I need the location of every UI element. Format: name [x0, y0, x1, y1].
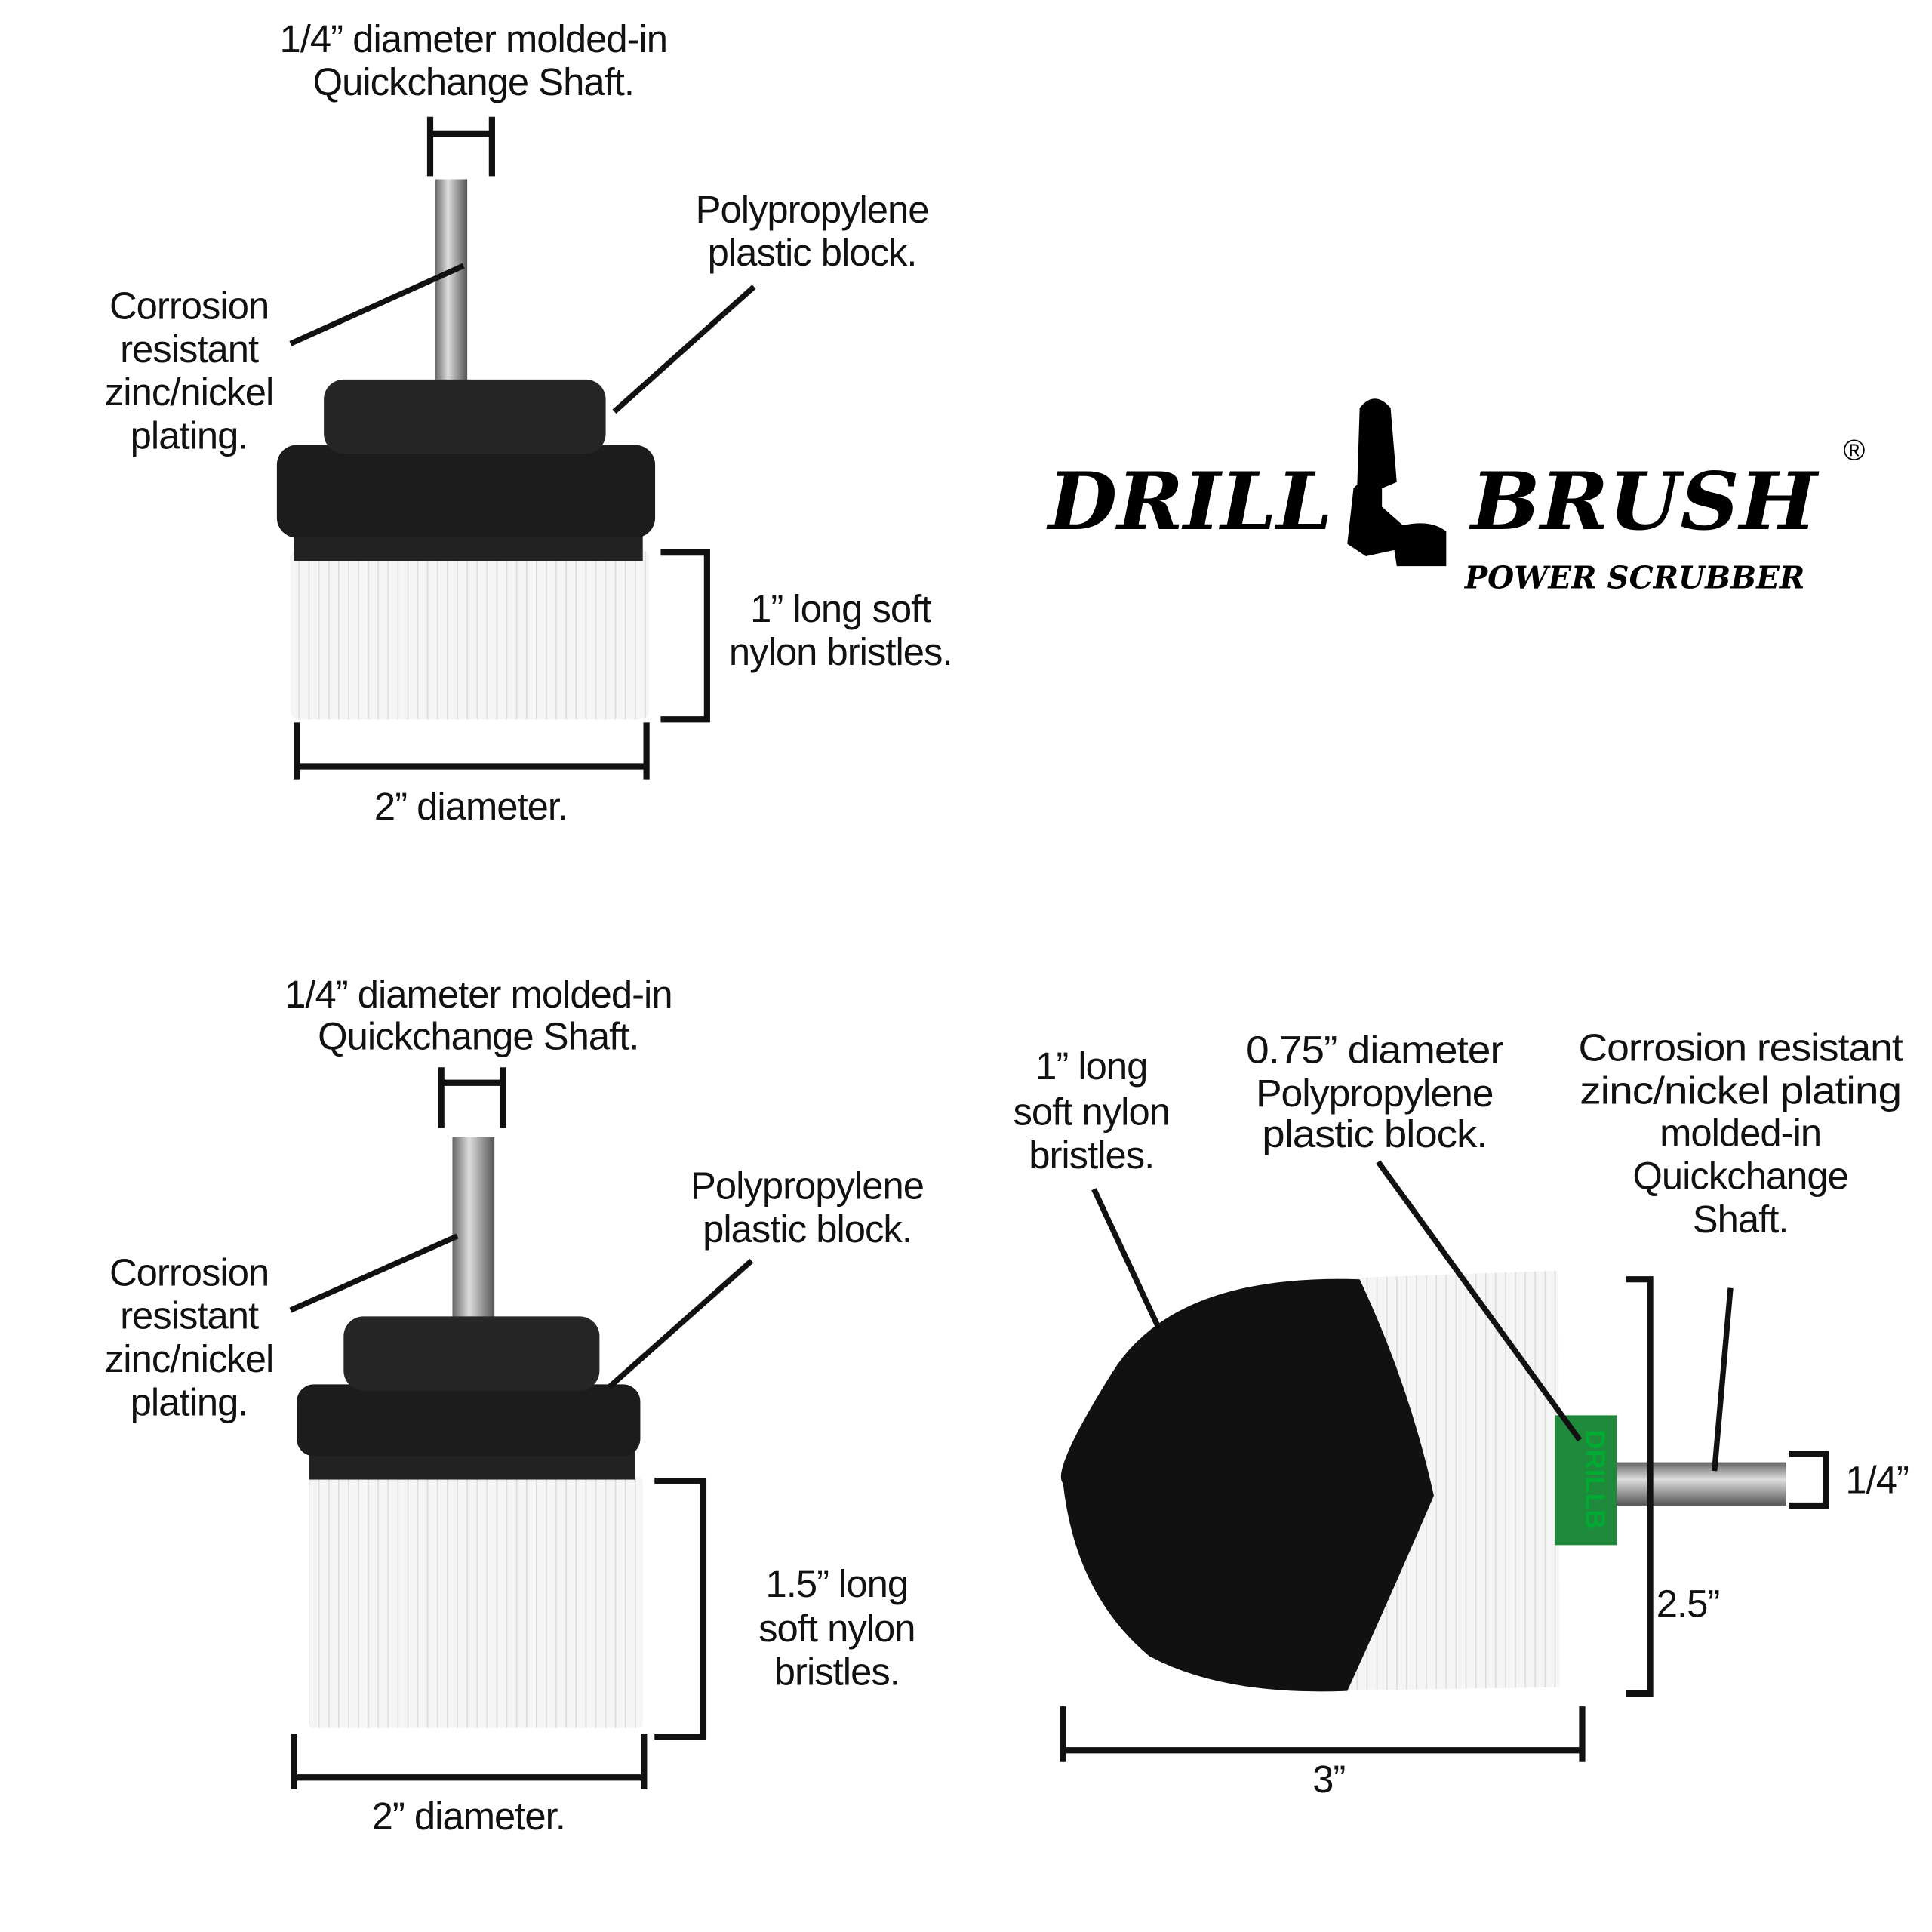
bristle-dimension: [654, 1478, 707, 1740]
shaft-label: Shaft.: [1693, 1198, 1789, 1241]
bristle-label: soft nylon: [1014, 1090, 1170, 1133]
upper-block: [343, 1316, 600, 1391]
plating-label: zinc/nickel: [105, 1337, 273, 1380]
block-label: plastic block.: [1262, 1112, 1487, 1155]
height-label: 2.5”: [1657, 1582, 1720, 1625]
lower-block: [276, 445, 656, 538]
diameter-dimension: [291, 1734, 648, 1789]
leader-line: [289, 1233, 459, 1313]
plating-label: plating.: [131, 1380, 248, 1423]
shaft: [435, 179, 468, 383]
plating-label: Corrosion: [109, 285, 269, 328]
shaft-dim-label: 1/4”: [1845, 1459, 1909, 1502]
lower-block: [297, 1384, 641, 1457]
bristle-label: 1” long soft: [750, 587, 931, 630]
plating-label: resistant: [120, 1294, 259, 1337]
diameter-dimension: [293, 722, 650, 780]
leader-line: [608, 1258, 754, 1389]
logo-word-brush: BRUSH: [1469, 455, 1820, 548]
plating-label: Corrosion: [109, 1251, 269, 1294]
shaft: [452, 1137, 495, 1323]
collar-text: DRILLB: [1580, 1430, 1611, 1530]
shaft-label: 1/4” diameter molded-in: [285, 973, 672, 1016]
bristle-label: 1.5” long: [765, 1562, 908, 1605]
leader-line: [1712, 1287, 1734, 1472]
shaft-label: Quickchange: [1632, 1155, 1848, 1198]
diameter-label: 2” diameter.: [372, 1795, 565, 1838]
shaft-label: 1/4” diameter molded-in: [280, 17, 668, 60]
plating-label: resistant: [120, 328, 259, 371]
shaft-label: zinc/nickel plating: [1580, 1069, 1901, 1112]
bristle-label: nylon bristles.: [729, 630, 952, 673]
upper-block: [324, 379, 606, 454]
shaft-dimension: [426, 116, 495, 177]
length-label: 3”: [1312, 1758, 1345, 1801]
shaft-label: Corrosion resistant: [1579, 1026, 1903, 1069]
block-label: Polypropylene: [696, 188, 929, 231]
bristles: [290, 549, 649, 720]
logo-word-drill: DRILL: [1046, 455, 1333, 548]
shaft-dimension: [438, 1067, 506, 1128]
drill-icon: [1347, 398, 1447, 567]
brush-cone: DRILLB: [1060, 1270, 1786, 1692]
leader-line: [1091, 1188, 1164, 1337]
bristle-label: 1” long: [1035, 1044, 1147, 1088]
black-bristles: [1060, 1278, 1434, 1692]
drillbrush-logo: DRILL BRUSH POWER SCRUBBER ®: [1046, 398, 1865, 596]
plating-label: zinc/nickel: [105, 371, 273, 414]
bristle-dimension: [660, 549, 710, 723]
shaft-dimension: [1789, 1451, 1829, 1509]
registered-mark: ®: [1843, 433, 1865, 466]
block-label: plastic block.: [703, 1208, 912, 1251]
bristle-label: bristles.: [1029, 1134, 1154, 1177]
bristle-label: soft nylon: [758, 1607, 915, 1650]
shaft-label: Quickchange Shaft.: [318, 1015, 638, 1058]
brush-bottom: [297, 1137, 643, 1728]
shaft-label: Quickchange Shaft.: [313, 60, 634, 103]
length-dimension: [1060, 1706, 1586, 1762]
collar: [1555, 1415, 1617, 1546]
bristles: [309, 1477, 643, 1728]
shaft: [1617, 1462, 1786, 1506]
leader-line: [612, 285, 756, 414]
logo-tagline: POWER SCRUBBER: [1464, 560, 1804, 596]
leader-line: [289, 263, 465, 346]
shaft-label: molded-in: [1660, 1111, 1821, 1154]
brush-top: [276, 179, 656, 720]
height-dimension: [1626, 1276, 1654, 1697]
block-label: Polypropylene: [691, 1164, 924, 1208]
leader-line: [1376, 1160, 1583, 1442]
block-label: Polypropylene: [1256, 1072, 1493, 1115]
diameter-label: 2” diameter.: [374, 785, 568, 828]
block-label: 0.75” diameter: [1246, 1029, 1504, 1072]
plating-label: plating.: [131, 414, 248, 457]
block-label: plastic block.: [708, 231, 917, 274]
bristle-label: bristles.: [774, 1650, 900, 1693]
